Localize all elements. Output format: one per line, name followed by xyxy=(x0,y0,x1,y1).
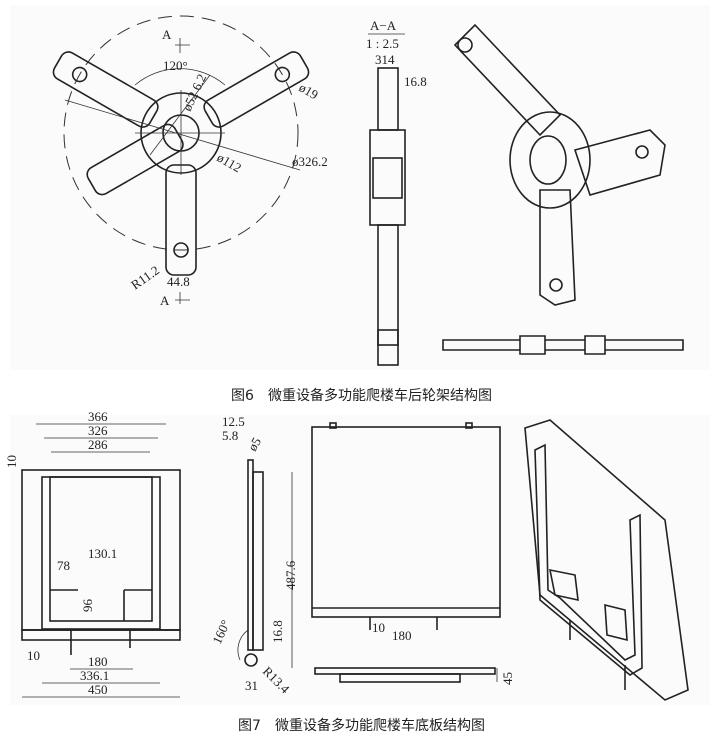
base-plate-side-view: 12.5 5.8 ø5 487.6 16.8 160° R13.4 31 xyxy=(209,414,298,697)
section-view-a-a: A−A 1 : 2.5 314 16.8 xyxy=(366,18,427,366)
dim-31-label: 31 xyxy=(245,678,258,693)
angle-label: 120° xyxy=(163,58,188,73)
wheel-frame-isometric xyxy=(442,23,684,355)
section-mark-top: A xyxy=(162,27,172,42)
width-286-label: 286 xyxy=(88,437,108,452)
dim-96-label: 96 xyxy=(80,599,95,613)
section-scale: 1 : 2.5 xyxy=(366,36,399,51)
dim-336-1-label: 336.1 xyxy=(80,668,109,683)
base-plate-isometric xyxy=(524,419,689,701)
width-366-label: 366 xyxy=(88,409,108,424)
base-plate-top-view: 10 180 45 xyxy=(311,422,515,685)
hole-5-label: ø5 xyxy=(245,435,264,454)
pcd-diameter-label: ø326.2 xyxy=(292,154,328,169)
base-plate-front-view: 366 326 286 10 130.1 78 96 10 180 336.1 … xyxy=(4,409,181,698)
figure7-panel xyxy=(10,415,710,705)
dim-5-8-label: 5.8 xyxy=(222,428,238,443)
wheel-frame-front-view: A 120° ø52 6.2 ø19 ø112 ø326.2 R11.2 44.… xyxy=(52,15,328,308)
dim-130-1-label: 130.1 xyxy=(88,546,117,561)
dim-12-5-label: 12.5 xyxy=(222,414,245,429)
section-mark-bottom: A xyxy=(160,293,170,308)
section-dim-314: 314 xyxy=(375,52,395,67)
figure7-caption: 图7 微重设备多功能爬楼车底板结构图 xyxy=(238,718,485,734)
height-487-6-label: 487.6 xyxy=(283,560,298,590)
dim-16-8-label: 16.8 xyxy=(270,620,285,643)
dim-180-label: 180 xyxy=(88,654,108,669)
tab-height-label: 10 xyxy=(4,455,19,468)
arm-width-label: 44.8 xyxy=(167,274,190,289)
section-title: A−A xyxy=(370,18,397,33)
width-326-label: 326 xyxy=(88,423,108,438)
dim-10-label: 10 xyxy=(27,648,40,663)
plate-dim-45-label: 45 xyxy=(500,672,515,685)
section-dim-16-8: 16.8 xyxy=(404,74,427,89)
dim-450-label: 450 xyxy=(88,682,108,697)
figure6-panel xyxy=(10,5,710,370)
plate-dim-10-label: 10 xyxy=(372,620,385,635)
figure6-caption: 图6 微重设备多功能爬楼车后轮架结构图 xyxy=(231,388,492,404)
dim-78-label: 78 xyxy=(57,558,70,573)
plate-dim-180-label: 180 xyxy=(392,628,412,643)
